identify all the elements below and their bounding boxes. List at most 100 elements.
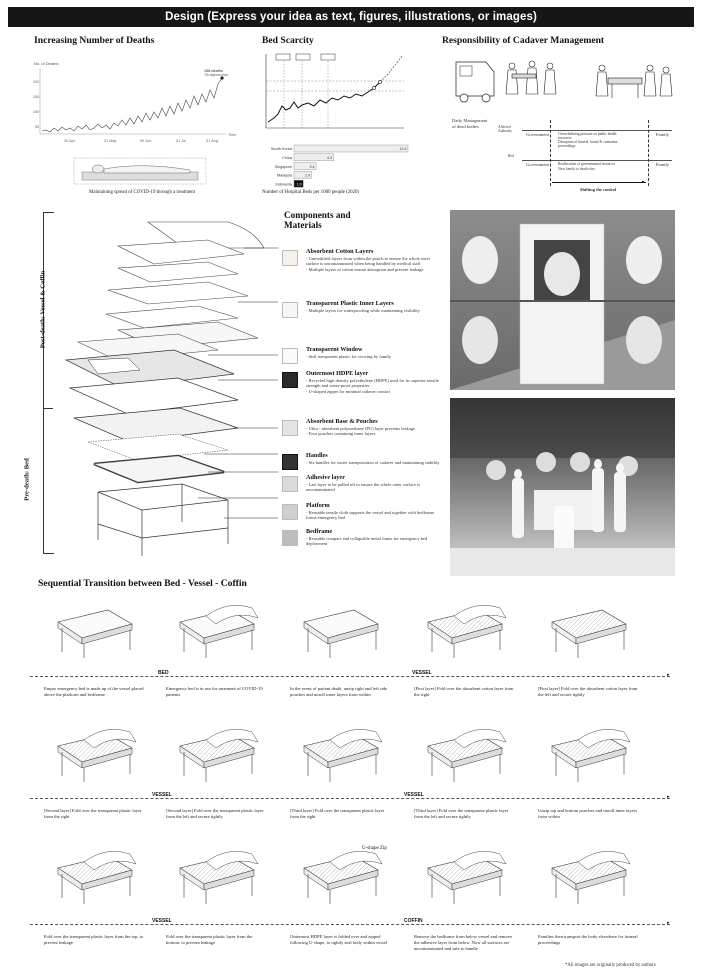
sequence-illustration: [414, 720, 514, 784]
bed-bar: [293, 171, 312, 179]
cotton-swatch: [282, 250, 298, 266]
patient-illustration: [72, 154, 208, 186]
cotton-layers-shape: [105, 221, 265, 329]
component-title: Platform: [306, 502, 330, 509]
timeline-arrow-icon: ▸: [667, 672, 670, 678]
sequence-illustration: [166, 596, 266, 660]
deaths-title: Increasing Number of Deaths: [34, 35, 155, 46]
base-swatch: [282, 420, 298, 436]
flowers-1: [486, 460, 506, 480]
patient-body-shape: [103, 165, 191, 174]
sequence-illustration: [414, 842, 514, 906]
sequence-illustration: [538, 720, 638, 784]
bed-title: Bed Scarcity: [262, 35, 314, 46]
sequence-caption: Empty emergency bed is made up of the ve…: [44, 686, 144, 697]
vessel-hanging-2: [462, 316, 498, 364]
sequence-illustration-svg: [57, 729, 137, 782]
bed-line-chart: [258, 48, 410, 140]
bed-country-label: Indonesia: [276, 182, 293, 186]
sequence-caption: [Second layer] Fold over the transparent…: [44, 808, 142, 819]
deaths-line: [41, 77, 223, 133]
sequence-caption: Outermost HDPE layer is folded over and …: [290, 934, 388, 945]
bed-caption: Number of Hospital Beds per 1000 people …: [262, 190, 360, 195]
deaths-xtick-4: 31 Aug: [206, 139, 218, 143]
bedframe-swatch: [282, 530, 298, 546]
row2-note2: Next family to death sites: [558, 167, 595, 171]
workers-group-1: [505, 60, 557, 95]
deaths-x-label: Time: [228, 133, 236, 137]
sequence-illustration-svg: [179, 851, 259, 904]
timeline-arrow-icon: ▸: [667, 920, 670, 926]
deaths-xtick-1: 31 May: [104, 139, 117, 143]
podium-shape: [554, 506, 574, 556]
stage-label: VESSEL: [150, 918, 174, 924]
cadaver-diagram: Daily Management of dead bodies Affected…: [452, 112, 680, 202]
row1-note1: Overwhelming pressure on public health r…: [558, 132, 617, 141]
sequence-illustration: [538, 596, 638, 660]
bed-country-label: Singapore: [275, 165, 292, 169]
component-title: Absorbent Cotton Layers: [306, 248, 374, 255]
component-desc: - Reusable compact and collapsible metal…: [306, 536, 428, 547]
window-swatch: [282, 348, 298, 364]
component-desc: - Six handles for easier transportation …: [306, 460, 440, 465]
window-opening-shape: [87, 357, 141, 375]
deaths-chart: No. of Deaths 200 150 100 50 158 deaths …: [30, 58, 240, 148]
bed-value-label: 12.4: [400, 147, 407, 151]
component-desc: - Unmodified layers from within the pouc…: [306, 256, 431, 272]
hdpe-layer-shape: [68, 377, 239, 415]
deaths-ytick-1: 150: [33, 95, 39, 99]
sequence-caption: Remove the bedframe from below vessel an…: [414, 934, 513, 951]
van-window-shape: [459, 65, 473, 77]
side-bracket: [43, 212, 54, 554]
handles-swatch: [282, 454, 298, 470]
stage-floor-shape: [450, 548, 675, 576]
arrow-right-icon: ▸: [642, 179, 645, 185]
side-label-pre: Pre-death: Bed: [23, 458, 31, 501]
sequence-illustration-svg: [303, 609, 379, 658]
component-title: Adhesive layer: [306, 474, 346, 481]
sequence-caption: In the event of patient death, unzip rig…: [290, 686, 388, 697]
rail-shape: [450, 300, 675, 302]
mourners-shape: [512, 459, 626, 538]
flowers-3: [570, 452, 590, 472]
platform-layer-shape: [93, 455, 225, 483]
sequence-illustration: [44, 596, 144, 660]
sequence-title: Sequential Transition between Bed - Vess…: [38, 578, 247, 589]
sequence-caption: Fold over the transparent plastic layer …: [44, 934, 144, 945]
bed-line-svg: [265, 53, 404, 129]
component-title: Absorbent Base & Pouches: [306, 418, 378, 425]
bed-bar: [293, 180, 304, 188]
sequence-illustration-svg: [57, 851, 137, 904]
footnote: *All images are originally produced by a…: [565, 963, 656, 968]
component-desc: - Reusable tensile cloth supports the ve…: [306, 510, 434, 521]
sequence-illustration-svg: [427, 729, 507, 782]
page-header: Design (Express your idea as text, figur…: [8, 7, 694, 27]
sequence-caption: Fold over the transparent plastic layer …: [166, 934, 253, 945]
render-funeral-svg: [450, 398, 675, 576]
sequence-caption: [Third layer] Fold over the transparent …: [290, 808, 385, 819]
cadaver-illustration: [452, 48, 680, 110]
row1-left: Affected Authority: [498, 125, 512, 133]
bed-box-1: [275, 53, 291, 61]
sequence-timeline: [30, 798, 670, 799]
sequence-illustration: [538, 842, 638, 906]
sequence-illustration: [44, 720, 144, 784]
plastic-layers-shape: [76, 321, 259, 361]
component-title: Outermost HDPE layer: [306, 370, 369, 377]
sequence-caption: [Third layer] Fold over the transparent …: [414, 808, 509, 819]
van-shape: [455, 61, 495, 97]
exploded-svg: [64, 221, 278, 556]
vessel-hanging-4: [626, 316, 662, 364]
cadaver-title: Responsibility of Cadaver Management: [442, 35, 605, 46]
body-view-shape: [544, 252, 580, 296]
deaths-caption: Maintaining spread of COVID-19 through a…: [89, 190, 195, 195]
sequence-illustration: [290, 596, 390, 660]
sequence-caption: [First layer] Fold over the absorbent co…: [414, 686, 514, 697]
van-wheel-2: [481, 93, 491, 103]
component-title: Transparent Window: [306, 346, 363, 353]
sequence-illustration-svg: [427, 605, 507, 658]
row2-mid: Government: [526, 162, 549, 167]
components-title-line2: Materials: [284, 220, 322, 230]
